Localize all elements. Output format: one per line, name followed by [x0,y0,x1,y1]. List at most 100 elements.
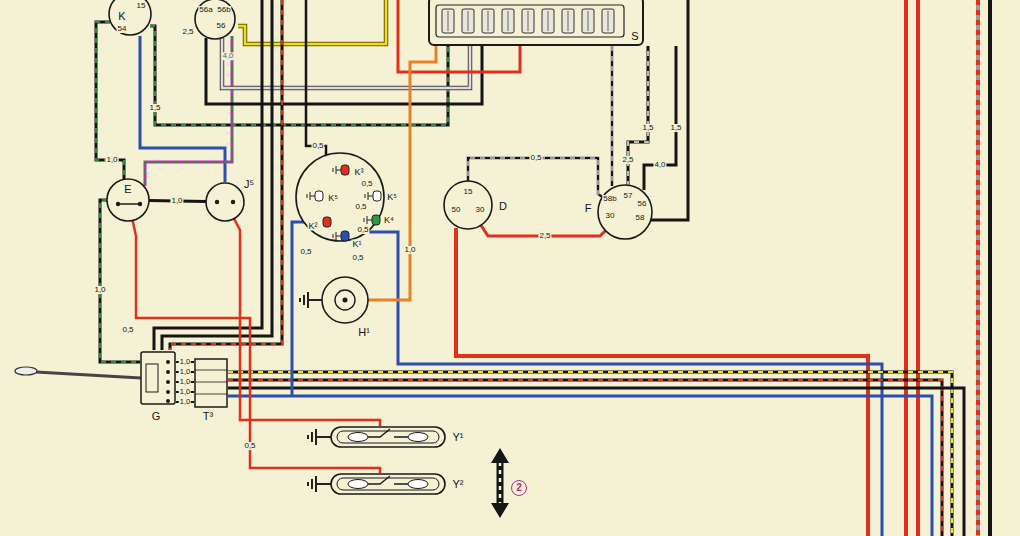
wire [96,22,124,186]
wire [368,232,882,536]
wire [154,0,262,350]
wire [904,0,908,536]
wire-gauge: 0,5 [243,442,256,450]
component-letter: D [498,201,508,212]
wire-gauge: 1,0 [179,378,191,386]
wire [238,0,386,44]
ground-symbols [300,292,331,492]
pin-number: 56b [216,6,231,14]
wire-gauge: 0,5 [354,203,367,211]
component-letter: Y² [452,479,465,490]
lamp-label: K⁴ [383,216,395,225]
wire-stripe [150,26,448,125]
wire-stripe [976,0,980,536]
wire-gauge: 2,5 [181,28,194,36]
wire-gauge: 0,5 [121,326,134,334]
component-letter: F [584,203,593,214]
fuse-box: S [428,0,644,46]
arrow-stripe [499,462,502,504]
wire [140,36,225,182]
wire [228,380,942,536]
lamp-label: K⁵ [327,194,339,203]
arrow-head [491,448,509,463]
wire [368,46,436,300]
component-letter: H¹ [357,327,371,338]
connector-block-outline [194,358,228,408]
wire [456,228,868,536]
switch: E [106,178,150,222]
pin-number: 58 [635,214,646,222]
steering-column-switch: G [140,350,176,406]
horn-outline [321,276,369,324]
instrument-cluster: K³K⁵K⁵K²K⁴K¹0,50,50,5 [295,152,385,242]
pin-number: 15 [463,188,474,196]
lamp-outline [330,473,446,495]
wire [644,46,676,190]
wire-gauge: 1,0 [179,368,191,376]
wire-stripe [145,36,232,186]
pin-number: 58b [602,195,617,203]
relay-outline [205,182,245,222]
wire [228,372,952,536]
wire-gauge: 1,0 [170,197,183,205]
pin-number: 56 [216,22,227,30]
ignition-starter-switch: D155030 [443,180,493,230]
wire [228,388,964,536]
lever-knob [15,367,37,375]
connector-block: T³ [194,358,228,408]
pin-number: 54 [117,25,128,33]
wire [234,219,380,426]
wire [170,0,282,350]
component-letter: K [117,11,126,22]
fuse-box-outline [428,0,644,46]
wire [916,0,920,536]
component-letter: T³ [202,411,214,422]
wire-gauge: 0,5 [299,248,312,256]
lamp-label: K¹ [352,240,363,249]
wire [228,396,932,536]
wire [988,0,992,536]
wire-gauge: 1,5 [669,124,682,132]
ground-symbol [308,429,331,445]
callout-number: 2 [511,480,527,496]
wire-gauge: 1,0 [179,388,191,396]
lamp: Y¹ [330,426,446,448]
lamp-label: K² [308,222,319,231]
arrow-shaft [497,460,504,506]
wire-connection [234,219,380,426]
relay: J⁵ [205,182,245,222]
wire-gauge: 0,5 [360,180,373,188]
wire-gauge: 1,0 [403,246,416,254]
pin-number: 56 [637,200,648,208]
wire-stripe [228,380,942,536]
wire-gauge: 0,5 [351,254,364,262]
lamp-outline [330,426,446,448]
wire-gauge: 1,0 [93,286,106,294]
switch-lever [15,367,141,378]
wire-gauge: 1,0 [179,358,191,366]
lamp: Y² [330,473,446,495]
wire-gauge: 4,0 [653,161,666,169]
wire-connection [368,46,436,300]
wire [611,46,614,186]
component-letter: S [630,31,639,42]
pin-number: 57 [623,192,634,200]
wire-gauge: 1,5 [148,104,161,112]
pin-number: 30 [475,206,486,214]
wire [976,0,980,536]
component-letter: E [123,184,132,195]
dimmer-switch: F58b57305658 [597,184,653,240]
ground-symbol [300,292,322,308]
lever [36,372,141,378]
wire-gauge: 0,5 [356,226,369,234]
pin-number: 50 [451,206,462,214]
wire-gauge: 1,5 [641,124,654,132]
wire-stripe [611,46,613,186]
lamp-label: K⁵ [386,193,398,202]
wire [238,0,386,44]
wire [162,0,272,350]
wire [176,362,194,402]
